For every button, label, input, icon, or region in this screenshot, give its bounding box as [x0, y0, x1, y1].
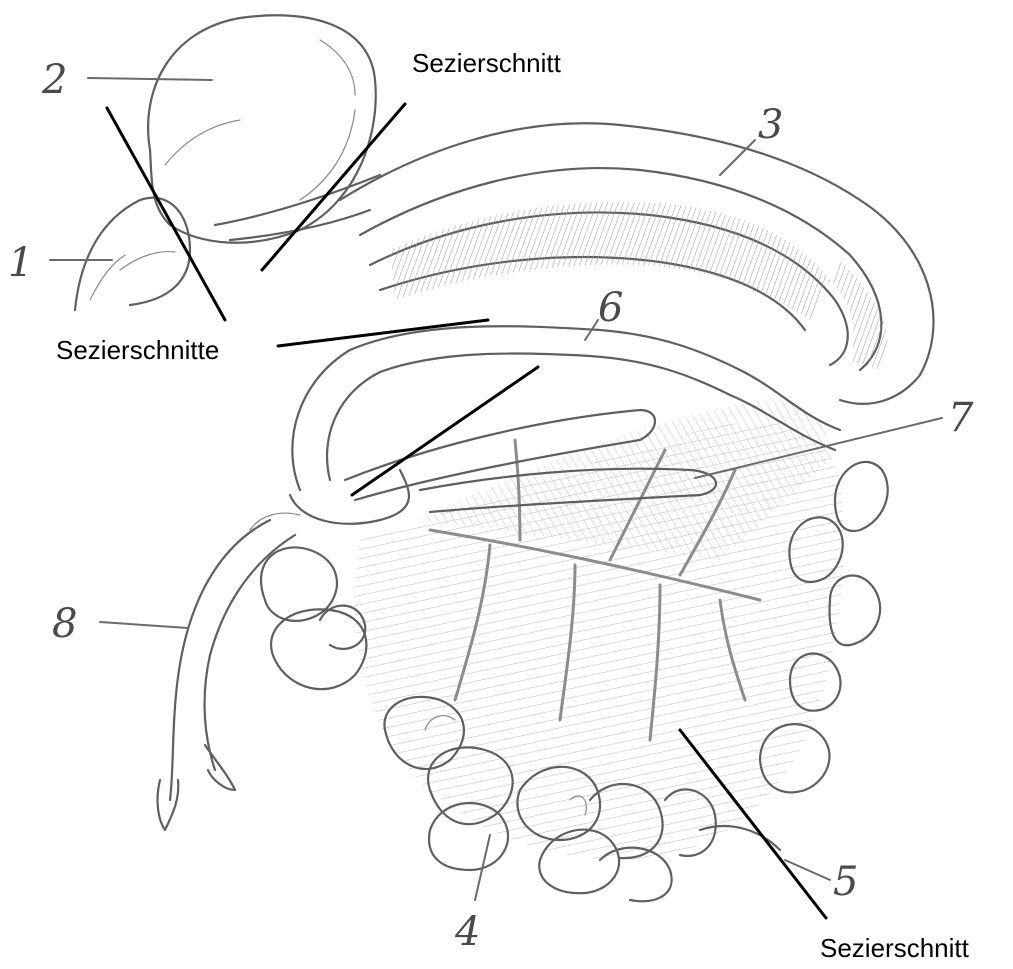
- number-5: 5: [833, 862, 858, 902]
- number-6: 6: [598, 288, 623, 328]
- pointer-5: [785, 860, 830, 880]
- number-1: 1: [8, 243, 33, 283]
- label-sezierschnitte-left: Sezierschnitte: [56, 337, 219, 363]
- pointer-8: [100, 622, 188, 628]
- number-7: 7: [948, 398, 973, 438]
- number-3: 3: [758, 105, 783, 145]
- label-sezierschnitt-bottom: Sezierschnitt: [820, 935, 969, 961]
- leader-cuts-left-a: [107, 108, 225, 320]
- label-sezierschnitt-top: Sezierschnitt: [412, 50, 561, 76]
- structure-2-sac: [148, 15, 376, 242]
- number-2: 2: [42, 60, 67, 100]
- number-4: 4: [455, 912, 480, 952]
- leader-cuts-left-b: [278, 320, 488, 346]
- pointer-4: [475, 835, 490, 900]
- leader-cut-top: [262, 104, 405, 270]
- connecting-duct: [215, 175, 380, 225]
- structure-1-organ: [75, 198, 190, 310]
- pointer-2: [88, 78, 212, 80]
- number-8: 8: [52, 604, 77, 644]
- structure-8-duct: [158, 513, 300, 830]
